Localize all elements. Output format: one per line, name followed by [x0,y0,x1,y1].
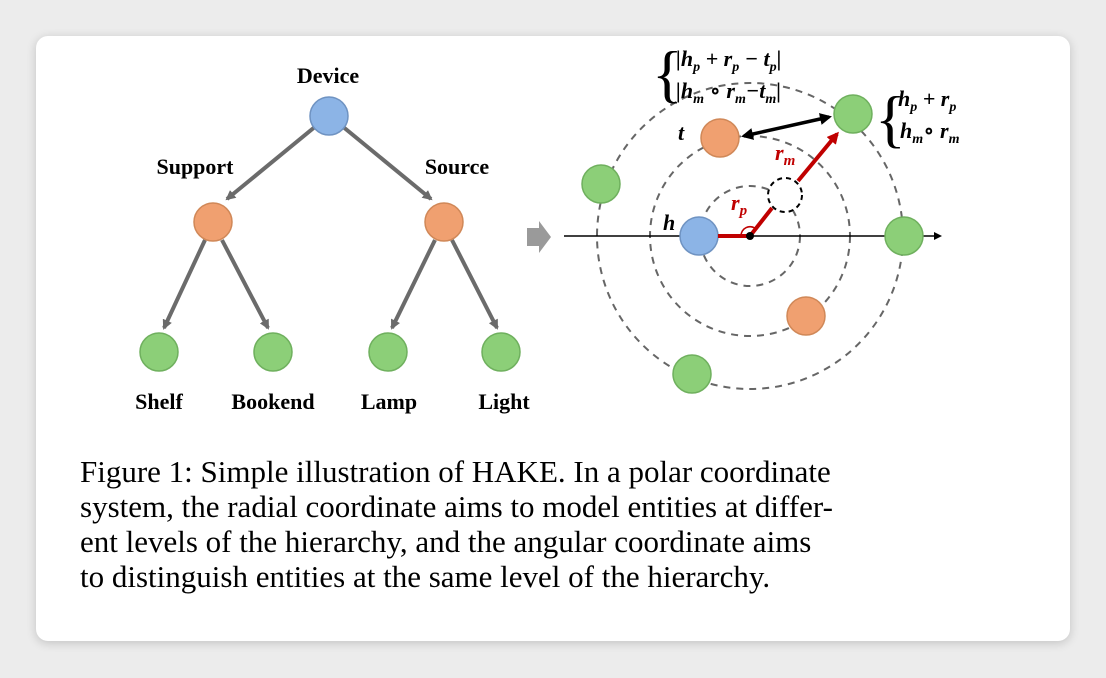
entity-blue-h [679,216,719,256]
polar-coordinate-diagram: h t rp rm { |hp + rp − tp| |hm ∘ rm−tm| … [564,38,960,394]
r-m-arrow [796,131,839,183]
label-support: Support [156,154,234,179]
angle-mark [740,225,757,237]
node-shelf [139,332,179,372]
figure-card: Device Support Source Shelf Bookend Lamp… [36,36,1070,641]
label-r-p: rp [731,190,748,219]
entity-orange-bottom [786,296,826,336]
caption-line: to distinguish entities at the same leve… [80,559,771,594]
caption-line: ent levels of the hierarchy, and the ang… [80,524,812,559]
intermediate-position [767,177,803,213]
label-device: Device [297,63,360,88]
hake-diagram: Device Support Source Shelf Bookend Lamp… [135,38,960,414]
edge-support-bookend [220,239,270,330]
transition-arrow-icon [527,221,551,253]
entity-green-top [833,94,873,134]
formula-tail-line2: hm∘ rm [900,118,960,147]
edge-source-lamp [390,239,437,330]
formula-distance-line1: |hp + rp − tp| [676,46,782,75]
node-bookend [253,332,293,372]
brace-left: { [652,38,683,109]
edge-support-shelf [162,239,207,330]
entity-orange-t [700,118,740,158]
node-light [481,332,521,372]
label-bookend: Bookend [231,389,314,414]
label-lamp: Lamp [361,389,417,414]
node-lamp [368,332,408,372]
entity-green-left [581,164,621,204]
origin-dot [746,232,754,240]
label-source: Source [425,154,490,179]
label-t: t [678,120,685,145]
brace-right: { [875,83,906,154]
formula-distance-line2: |hm ∘ rm−tm| [676,78,781,107]
node-source [424,202,464,242]
hierarchy-tree: Device Support Source Shelf Bookend Lamp… [135,63,530,414]
figure-caption: Figure 1: Simple illustration of HAKE. I… [80,454,1040,594]
label-r-m: rm [775,140,795,169]
edge-device-source [340,124,433,201]
caption-line: Figure 1: Simple illustration of HAKE. I… [80,454,831,489]
formula-tail-line1: hp + rp [898,86,956,115]
node-device [309,96,349,136]
edge-device-support [225,124,318,201]
edge-source-light [450,239,499,330]
label-h: h [663,210,675,235]
entity-green-right [884,216,924,256]
node-support [193,202,233,242]
entity-green-bottom [672,354,712,394]
distance-arrow [741,113,832,140]
label-light: Light [478,389,530,414]
label-shelf: Shelf [135,389,183,414]
caption-line: system, the radial coordinate aims to mo… [80,489,833,524]
